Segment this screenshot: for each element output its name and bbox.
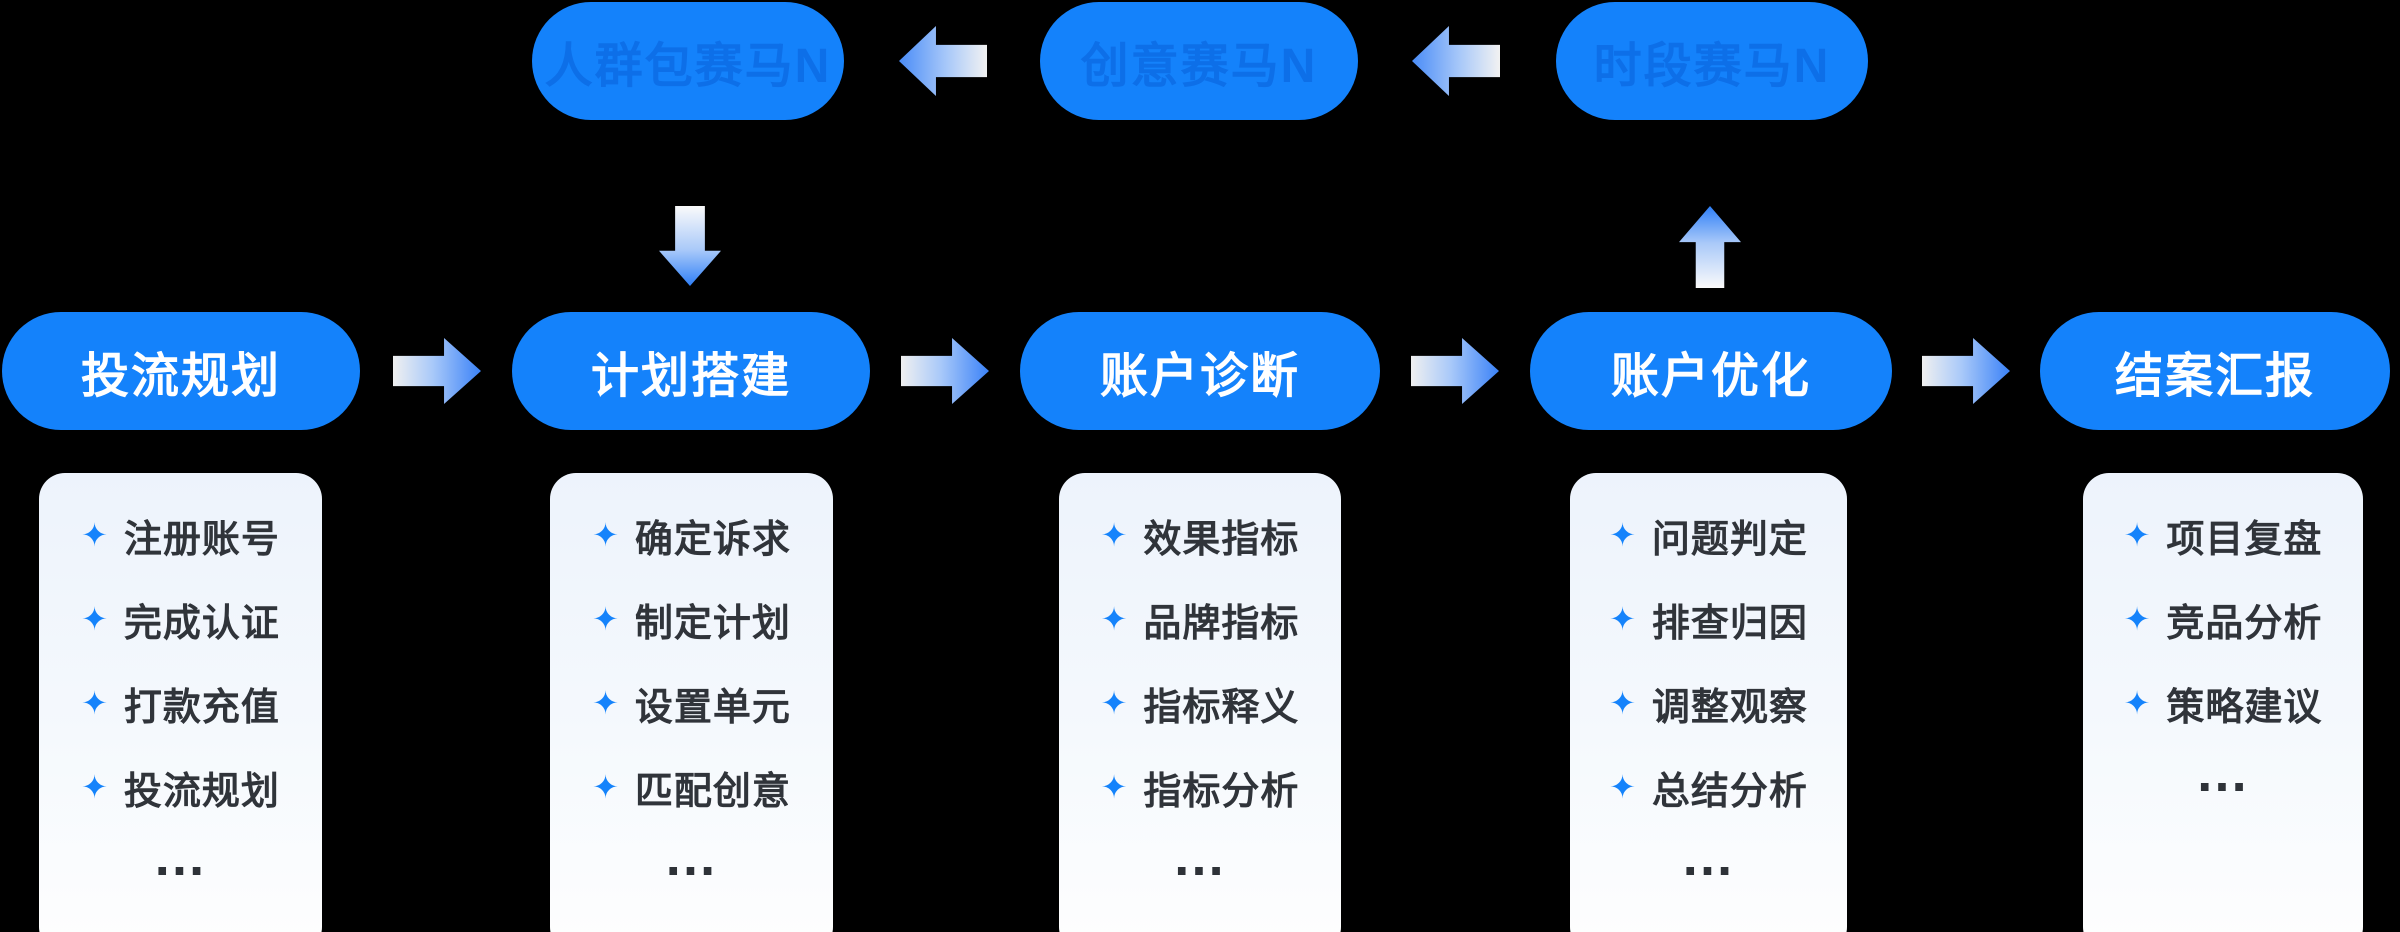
stage-label: 计划搭建 [590,350,791,403]
diamond-bullet-icon: ✦ [592,601,619,637]
card-item: ✦ 注册账号 [39,493,322,577]
card-item: ✦ 制定计划 [550,577,833,661]
diamond-bullet-icon: ✦ [81,769,108,805]
diamond-bullet-icon: ✦ [81,685,108,721]
stage-label: 结案汇报 [2114,350,2315,403]
diamond-bullet-icon: ✦ [592,769,619,805]
card-item: ✦ 确定诉求 [550,493,833,577]
stage-final-report: 结案汇报 [2040,312,2390,430]
diamond-bullet-icon: ✦ [1609,685,1636,721]
diamond-bullet-icon: ✦ [1100,601,1128,637]
node-audience-race: 人群包赛马N [532,2,844,120]
card-item-label: 排查归因 [1651,602,1808,645]
card-account-diagnosis-steps: ✦ 效果指标 ✦ 品牌指标 ✦ 指标释义 ✦ 指标分析 … [1059,473,1341,932]
card-item-label: 品牌指标 [1143,602,1300,645]
card-item-label: 制定计划 [634,602,791,645]
ellipsis-text: … [1680,827,1737,887]
diamond-bullet-icon: ✦ [1100,517,1128,553]
stage-account-optimization: 账户优化 [1530,312,1892,430]
card-item-label: 项目复盘 [2166,518,2323,561]
card-item-label: 指标分析 [1143,770,1300,813]
node-creative-race: 创意赛马N [1040,2,1358,120]
arrow-left-icon [899,26,987,96]
diamond-bullet-icon: ✦ [2123,601,2151,637]
card-item: ✦ 完成认证 [39,577,322,661]
card-item-label: 指标释义 [1143,686,1300,729]
diamond-bullet-icon: ✦ [2123,685,2151,721]
card-item-label: 策略建议 [2166,686,2323,729]
card-item: ✦ 投流规划 [39,745,322,829]
diamond-bullet-icon: ✦ [2123,517,2151,553]
card-item-label: 完成认证 [123,602,280,645]
stage-account-diagnosis: 账户诊断 [1020,312,1380,430]
card-item-label: 打款充值 [123,686,280,729]
diamond-bullet-icon: ✦ [592,517,619,553]
card-final-report-steps: ✦ 项目复盘 ✦ 竞品分析 ✦ 策略建议 … [2083,473,2363,932]
node-label: 时段赛马N [1593,40,1831,93]
card-item: ✦ 总结分析 [1570,745,1847,829]
stage-label: 账户优化 [1610,350,1811,403]
card-item-label: 匹配创意 [634,770,791,813]
card-item-label: 效果指标 [1143,518,1300,561]
card-item-label: 设置单元 [634,686,791,729]
card-item: ✦ 指标释义 [1059,661,1341,745]
card-item: ✦ 竞品分析 [2083,577,2363,661]
diamond-bullet-icon: ✦ [1100,685,1128,721]
diamond-bullet-icon: ✦ [1609,517,1636,553]
card-item-more: … [1570,827,1847,913]
node-label: 创意赛马N [1080,40,1318,93]
card-item-label: 投流规划 [123,770,280,813]
card-item: ✦ 项目复盘 [2083,493,2363,577]
card-planning-steps: ✦ 注册账号 ✦ 完成认证 ✦ 打款充值 ✦ 投流规划 … [39,473,322,932]
diamond-bullet-icon: ✦ [81,517,108,553]
card-item: ✦ 打款充值 [39,661,322,745]
arrow-right-icon [1411,338,1499,404]
node-timeslot-race: 时段赛马N [1556,2,1868,120]
stage-planning: 投流规划 [2,312,360,430]
card-account-optimization-steps: ✦ 问题判定 ✦ 排查归因 ✦ 调整观察 ✦ 总结分析 … [1570,473,1847,932]
card-item-label: 调整观察 [1651,686,1808,729]
stage-label: 投流规划 [80,350,281,403]
card-item: ✦ 策略建议 [2083,661,2363,745]
card-item: ✦ 问题判定 [1570,493,1847,577]
card-campaign-setup-steps: ✦ 确定诉求 ✦ 制定计划 ✦ 设置单元 ✦ 匹配创意 … [550,473,833,932]
arrow-right-icon [901,338,989,404]
arrow-up-icon [1679,206,1741,288]
card-item: ✦ 设置单元 [550,661,833,745]
card-item-label: 确定诉求 [634,518,791,561]
arrow-right-icon [1922,338,2010,404]
card-item: ✦ 指标分析 [1059,745,1341,829]
ellipsis-text: … [152,827,209,887]
ellipsis-text: … [1172,827,1228,887]
card-item-more: … [2083,743,2363,829]
diamond-bullet-icon: ✦ [81,601,108,637]
card-item-label: 竞品分析 [2166,602,2323,645]
ellipsis-text: … [2195,743,2251,803]
arrow-right-icon [393,338,481,404]
card-item: ✦ 效果指标 [1059,493,1341,577]
arrow-left-icon [1412,26,1500,96]
card-item: ✦ 匹配创意 [550,745,833,829]
card-item-label: 总结分析 [1651,770,1808,813]
card-item: ✦ 品牌指标 [1059,577,1341,661]
diamond-bullet-icon: ✦ [592,685,619,721]
card-item-more: … [1059,827,1341,913]
card-item: ✦ 调整观察 [1570,661,1847,745]
ellipsis-text: … [663,827,720,887]
diamond-bullet-icon: ✦ [1609,601,1636,637]
node-label: 人群包赛马N [544,40,832,93]
stage-campaign-setup: 计划搭建 [512,312,870,430]
diamond-bullet-icon: ✦ [1609,769,1636,805]
card-item-more: … [550,827,833,913]
card-item-label: 注册账号 [123,518,280,561]
diamond-bullet-icon: ✦ [1100,769,1128,805]
card-item-more: … [39,827,322,913]
card-item: ✦ 排查归因 [1570,577,1847,661]
stage-label: 账户诊断 [1099,350,1300,403]
card-item-label: 问题判定 [1651,518,1808,561]
arrow-down-icon [659,206,721,286]
